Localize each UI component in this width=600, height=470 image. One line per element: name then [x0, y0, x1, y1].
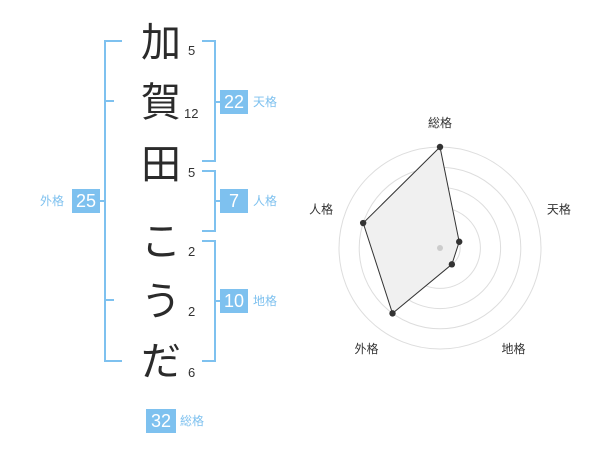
radar-point-1: [436, 143, 444, 151]
stroke-count-6: 6: [188, 365, 196, 380]
radar-axis-label-chikaku: 地格: [501, 341, 525, 356]
radar-axis-label-soukaku: 総格: [428, 115, 452, 130]
stroke-count-1: 5: [188, 43, 196, 58]
radar-axis-label-gaikaku: 外格: [354, 341, 378, 356]
tenkaku-badge: 22: [220, 90, 248, 114]
gaikaku-connector: [98, 200, 106, 202]
name-char-5: う: [141, 279, 181, 325]
radar-axis-label-jinkaku: 人格: [309, 201, 333, 216]
gaikaku-tick-bottom: [104, 299, 114, 301]
name-char-6: だ: [141, 339, 181, 385]
name-char-3: 田: [141, 142, 181, 188]
radar-data-polygon: [362, 145, 460, 315]
chikaku-connector: [214, 300, 222, 302]
radar-points: [359, 143, 463, 317]
tenkaku-label: 天格: [253, 95, 278, 109]
radar-center-dot: [437, 245, 443, 251]
name-char-2: 賀: [141, 80, 181, 126]
name-char-4: こ: [141, 219, 181, 265]
name-char-1: 加: [141, 20, 181, 66]
radar-point-2: [456, 238, 463, 245]
chikaku-label: 地格: [253, 294, 278, 308]
jinkaku-badge: 7: [220, 189, 248, 213]
gaikaku-label: 外格: [40, 194, 65, 208]
stroke-count-3: 5: [188, 165, 196, 180]
jinkaku-label: 人格: [253, 194, 278, 208]
chikaku-badge: 10: [220, 289, 248, 313]
soukaku-badge: 32: [146, 409, 176, 433]
radar-point-4: [389, 310, 396, 317]
stroke-count-4: 2: [188, 244, 196, 259]
stroke-count-5: 2: [188, 304, 196, 319]
gaikaku-tick-top: [104, 100, 114, 102]
radar-point-5: [359, 219, 367, 227]
tenkaku-connector: [214, 101, 222, 103]
jinkaku-connector: [214, 200, 222, 202]
stroke-count-2: 12: [184, 106, 199, 121]
soukaku-label: 総格: [180, 414, 205, 428]
radar-point-3: [448, 261, 456, 268]
gaikaku-badge: 25: [72, 189, 100, 213]
radar-axis-label-tenkaku: 天格: [547, 201, 571, 216]
